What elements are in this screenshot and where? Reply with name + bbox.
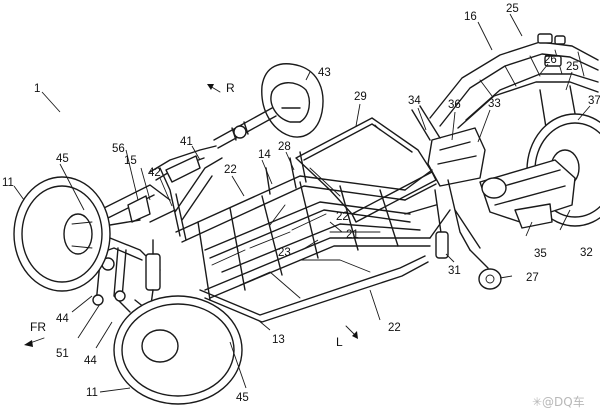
ref-label-32: 32 xyxy=(580,247,593,259)
ref-label-26: 26 xyxy=(544,54,557,66)
rear-frame xyxy=(429,33,599,161)
ref-label-27: 27 xyxy=(526,272,539,284)
ref-label-21: 21 xyxy=(346,229,359,241)
ref-label-22a: 22 xyxy=(224,164,237,176)
ref-label-34: 34 xyxy=(408,95,421,107)
seat xyxy=(295,117,437,223)
ref-label-51: 51 xyxy=(56,348,69,360)
ref-label-14: 14 xyxy=(258,149,271,161)
main-frame xyxy=(159,151,451,323)
direction-indicators: R FR L xyxy=(24,81,358,349)
ref-label-15: 15 xyxy=(124,155,137,167)
ref-label-33: 33 xyxy=(488,98,501,110)
ref-label-44a: 44 xyxy=(56,313,69,325)
swing-arm xyxy=(479,159,576,229)
ref-label-28: 28 xyxy=(278,141,291,153)
ref-label-29: 29 xyxy=(354,91,367,103)
direction-label-left: L xyxy=(336,335,343,349)
ref-label-44b: 44 xyxy=(84,355,97,367)
front-wheel-upper xyxy=(13,176,111,292)
ref-label-22c: 22 xyxy=(388,322,401,334)
ref-label-25a: 25 xyxy=(506,3,519,15)
ref-label-23: 23 xyxy=(278,247,291,259)
caster-wheel xyxy=(478,268,502,290)
ref-label-11a: 11 xyxy=(2,177,14,189)
ref-label-11b: 11 xyxy=(86,387,98,399)
ref-label-45b: 45 xyxy=(236,392,249,404)
leader-lines xyxy=(13,13,591,393)
ref-label-35: 35 xyxy=(534,248,547,260)
rear-subassembly xyxy=(411,105,489,269)
steering-wheel xyxy=(213,63,324,149)
ref-label-37: 37 xyxy=(588,95,600,107)
ref-label-13: 13 xyxy=(272,334,285,346)
ref-label-43: 43 xyxy=(318,67,331,79)
direction-label-rear: R xyxy=(226,81,235,95)
ref-label-1: 1 xyxy=(34,83,40,95)
ref-label-42: 42 xyxy=(148,167,161,179)
ref-label-36: 36 xyxy=(448,99,461,111)
ref-label-45a: 45 xyxy=(56,153,69,165)
reference-numerals: 1 11 11 13 14 15 16 21 22 22 22 23 25 25… xyxy=(2,3,600,404)
ref-label-56: 56 xyxy=(112,143,125,155)
ref-label-25b: 25 xyxy=(566,61,579,73)
direction-label-front-right: FR xyxy=(30,320,46,334)
ref-label-22b: 22 xyxy=(336,211,349,223)
ref-label-31: 31 xyxy=(448,265,461,277)
front-wheel-lower xyxy=(113,295,243,405)
ref-label-16: 16 xyxy=(464,11,477,23)
watermark-text: ✳@DQ车 xyxy=(532,394,585,409)
ref-label-41: 41 xyxy=(180,136,193,148)
